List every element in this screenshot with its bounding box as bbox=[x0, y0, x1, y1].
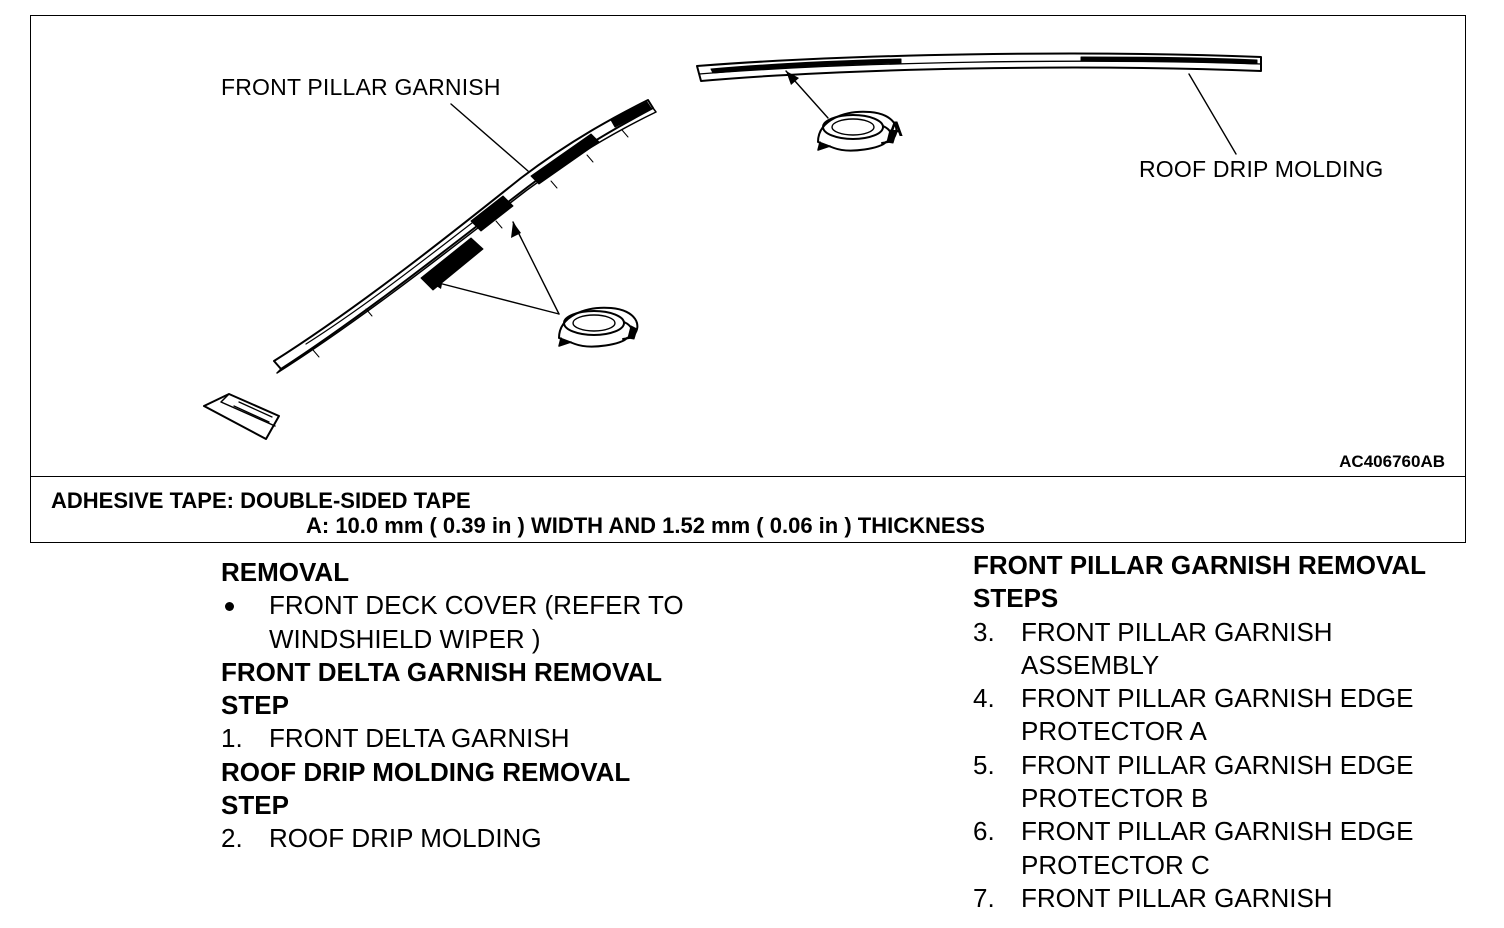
arrowhead-tape-lower bbox=[427, 279, 443, 289]
step-text-line2: PROTECTOR A bbox=[1021, 716, 1207, 747]
step-text-line1: FRONT PILLAR GARNISH EDGE bbox=[1021, 816, 1414, 847]
step-item-2: 2. ROOF DRIP MOLDING bbox=[221, 822, 781, 855]
tape-note-title: ADHESIVE TAPE: DOUBLE-SIDED TAPE bbox=[51, 488, 471, 513]
step-text-line2: ASSEMBLY bbox=[1021, 649, 1160, 680]
bullet-text-line2: WINDSHIELD WIPER ) bbox=[269, 623, 541, 654]
step-text-line1: FRONT PILLAR GARNISH EDGE bbox=[1021, 749, 1414, 780]
step-item-6: 6. FRONT PILLAR GARNISH EDGE PROTECTOR C bbox=[973, 815, 1498, 882]
pillar-heading-line1: FRONT PILLAR GARNISH REMOVAL bbox=[973, 550, 1427, 580]
label-front-pillar-garnish: FRONT PILLAR GARNISH bbox=[221, 74, 501, 100]
step-text: ROOF DRIP MOLDING bbox=[269, 823, 542, 854]
step-item-5: 5. FRONT PILLAR GARNISH EDGE PROTECTOR B bbox=[973, 749, 1498, 816]
step-text-line1: FRONT PILLAR GARNISH bbox=[1021, 616, 1333, 647]
arrowhead-tape-a bbox=[786, 71, 799, 85]
bullet-text-line1: FRONT DECK COVER (REFER TO bbox=[269, 590, 684, 621]
step-text-line2: PROTECTOR C bbox=[1021, 849, 1210, 880]
step-text-line1: FRONT PILLAR GARNISH EDGE bbox=[1021, 683, 1414, 714]
bullet-dot-icon bbox=[225, 602, 234, 612]
step-number: 2. bbox=[221, 823, 243, 854]
step-number: 3. bbox=[973, 616, 995, 647]
front-pillar-garnish-part bbox=[273, 99, 657, 374]
step-number: 4. bbox=[973, 683, 995, 714]
leader-tape-lower bbox=[426, 279, 560, 315]
bullet-item-front-deck-cover: FRONT DECK COVER (REFER TO WINDSHIELD WI… bbox=[221, 589, 781, 656]
leader-roof-drip-molding bbox=[1188, 73, 1237, 155]
step-number: 6. bbox=[973, 816, 995, 847]
delta-heading-line2: STEP bbox=[221, 690, 289, 721]
right-column: FRONT PILLAR GARNISH REMOVAL STEPS 3. FR… bbox=[973, 549, 1498, 915]
step-item-3: 3. FRONT PILLAR GARNISH ASSEMBLY bbox=[973, 616, 1498, 683]
step-text-line1: FRONT PILLAR GARNISH bbox=[1021, 882, 1333, 913]
label-tape-a: A bbox=[888, 118, 904, 141]
roof-drip-molding-part bbox=[696, 52, 1262, 82]
delta-heading-line1: FRONT DELTA GARNISH REMOVAL bbox=[221, 656, 663, 687]
step-number: 7. bbox=[973, 882, 995, 913]
frame-divider bbox=[31, 476, 1465, 477]
roof-heading-line2: STEP bbox=[221, 790, 289, 821]
leader-front-pillar-garnish bbox=[450, 103, 529, 172]
label-roof-drip-molding: ROOF DRIP MOLDING bbox=[1139, 156, 1384, 182]
front-delta-garnish-part bbox=[203, 393, 280, 440]
adhesive-tape-roll-icon bbox=[558, 306, 639, 348]
removal-heading: REMOVAL bbox=[221, 557, 350, 587]
figure-code: AC406760AB bbox=[1339, 452, 1445, 471]
parts-illustration bbox=[203, 52, 1262, 440]
step-text: FRONT DELTA GARNISH bbox=[269, 723, 570, 754]
pillar-heading-line2: STEPS bbox=[973, 583, 1059, 614]
step-item-7: 7. FRONT PILLAR GARNISH bbox=[973, 882, 1498, 915]
left-column: REMOVAL FRONT DECK COVER (REFER TO WINDS… bbox=[221, 556, 781, 856]
roof-heading-line1: ROOF DRIP MOLDING REMOVAL bbox=[221, 756, 631, 787]
tape-note-spec: A: 10.0 mm ( 0.39 in ) WIDTH AND 1.52 mm… bbox=[306, 513, 985, 538]
step-item-4: 4. FRONT PILLAR GARNISH EDGE PROTECTOR A bbox=[973, 682, 1498, 749]
arrowhead-tape-upper bbox=[511, 222, 521, 238]
step-item-1: 1. FRONT DELTA GARNISH bbox=[221, 722, 781, 755]
leader-tape-upper bbox=[512, 221, 560, 315]
step-number: 5. bbox=[973, 749, 995, 780]
step-number: 1. bbox=[221, 723, 243, 754]
step-text-line2: PROTECTOR B bbox=[1021, 783, 1209, 814]
adhesive-tape-roll-a-icon bbox=[817, 110, 898, 152]
figure-frame: FRONT PILLAR GARNISH ROOF DRIP MOLDING A… bbox=[30, 15, 1466, 543]
